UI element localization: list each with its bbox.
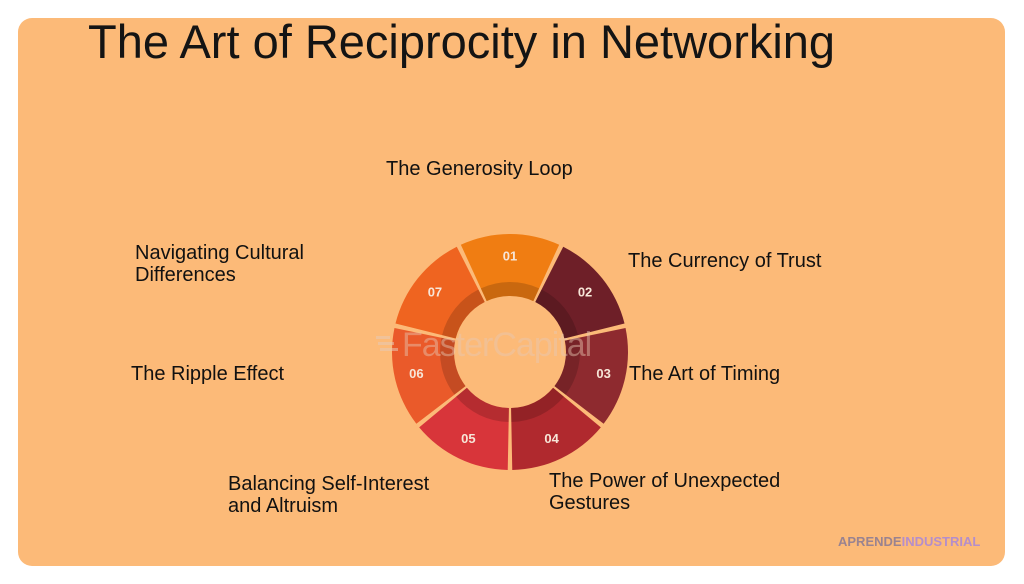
label-segment-05: Balancing Self-Interest and Altruism (228, 473, 429, 517)
wheel-segment-02 (535, 246, 625, 339)
wheel-segment-inner-band (511, 387, 564, 422)
label-line: Balancing Self-Interest (228, 473, 430, 495)
label-segment-06: The Ripple Effect (131, 363, 284, 385)
label-segment-03: The Art of Timing (629, 363, 780, 385)
segment-number: 05 (461, 431, 475, 446)
label-line: Navigating Cultural (135, 242, 304, 264)
label-text: The Generosity Loop (386, 158, 573, 180)
wheel-segment-inner-band (456, 387, 509, 422)
cycle-wheel: 01 02 03 04 05 06 07 (392, 234, 628, 470)
label-segment-01: The Generosity Loop (386, 158, 573, 180)
wheel-segment-07 (395, 246, 485, 339)
fastercapital-logo-icon (376, 336, 398, 351)
segment-number: 01 (503, 249, 517, 264)
label-line: Gestures (549, 492, 631, 514)
wheel-segment-04 (511, 387, 601, 470)
wheel-segment-01 (460, 234, 560, 302)
wheel-center (464, 306, 556, 398)
segment-number: 04 (544, 431, 559, 446)
label-segment-07: Navigating Cultural Differences (135, 242, 304, 286)
wheel-segment-inner-band (535, 289, 578, 339)
segment-number: 06 (409, 366, 423, 381)
brand-part-2: INDUSTRIAL (901, 534, 981, 549)
wheel-segment-inner-band (442, 289, 485, 339)
brand-logo: APRENDEINDUSTRIAL (838, 534, 980, 549)
wheel-segment-inner-band (440, 337, 466, 395)
wheel-segment-06 (392, 327, 466, 424)
label-line: The Power of Unexpected (549, 470, 781, 492)
label-text: The Currency of Trust (628, 250, 822, 272)
wheel-segment-inner-band (480, 282, 540, 302)
brand-part-1: APRENDE (838, 534, 902, 549)
segment-number: 03 (596, 366, 610, 381)
label-segment-04: The Power of Unexpected Gestures (549, 470, 780, 514)
page-title: The Art of Reciprocity in Networking (88, 15, 836, 68)
label-text: The Ripple Effect (131, 363, 285, 385)
label-line: Differences (135, 264, 236, 286)
segment-number: 07 (428, 285, 442, 300)
wheel-segment-05 (419, 387, 509, 470)
label-text: The Art of Timing (629, 363, 781, 385)
wheel-segment-inner-band (554, 337, 580, 395)
segment-number: 02 (578, 285, 592, 300)
wheel-segment-03 (554, 327, 628, 424)
label-line: and Altruism (228, 495, 339, 517)
label-segment-02: The Currency of Trust (628, 250, 821, 272)
watermark: FasterCapital (402, 326, 592, 364)
